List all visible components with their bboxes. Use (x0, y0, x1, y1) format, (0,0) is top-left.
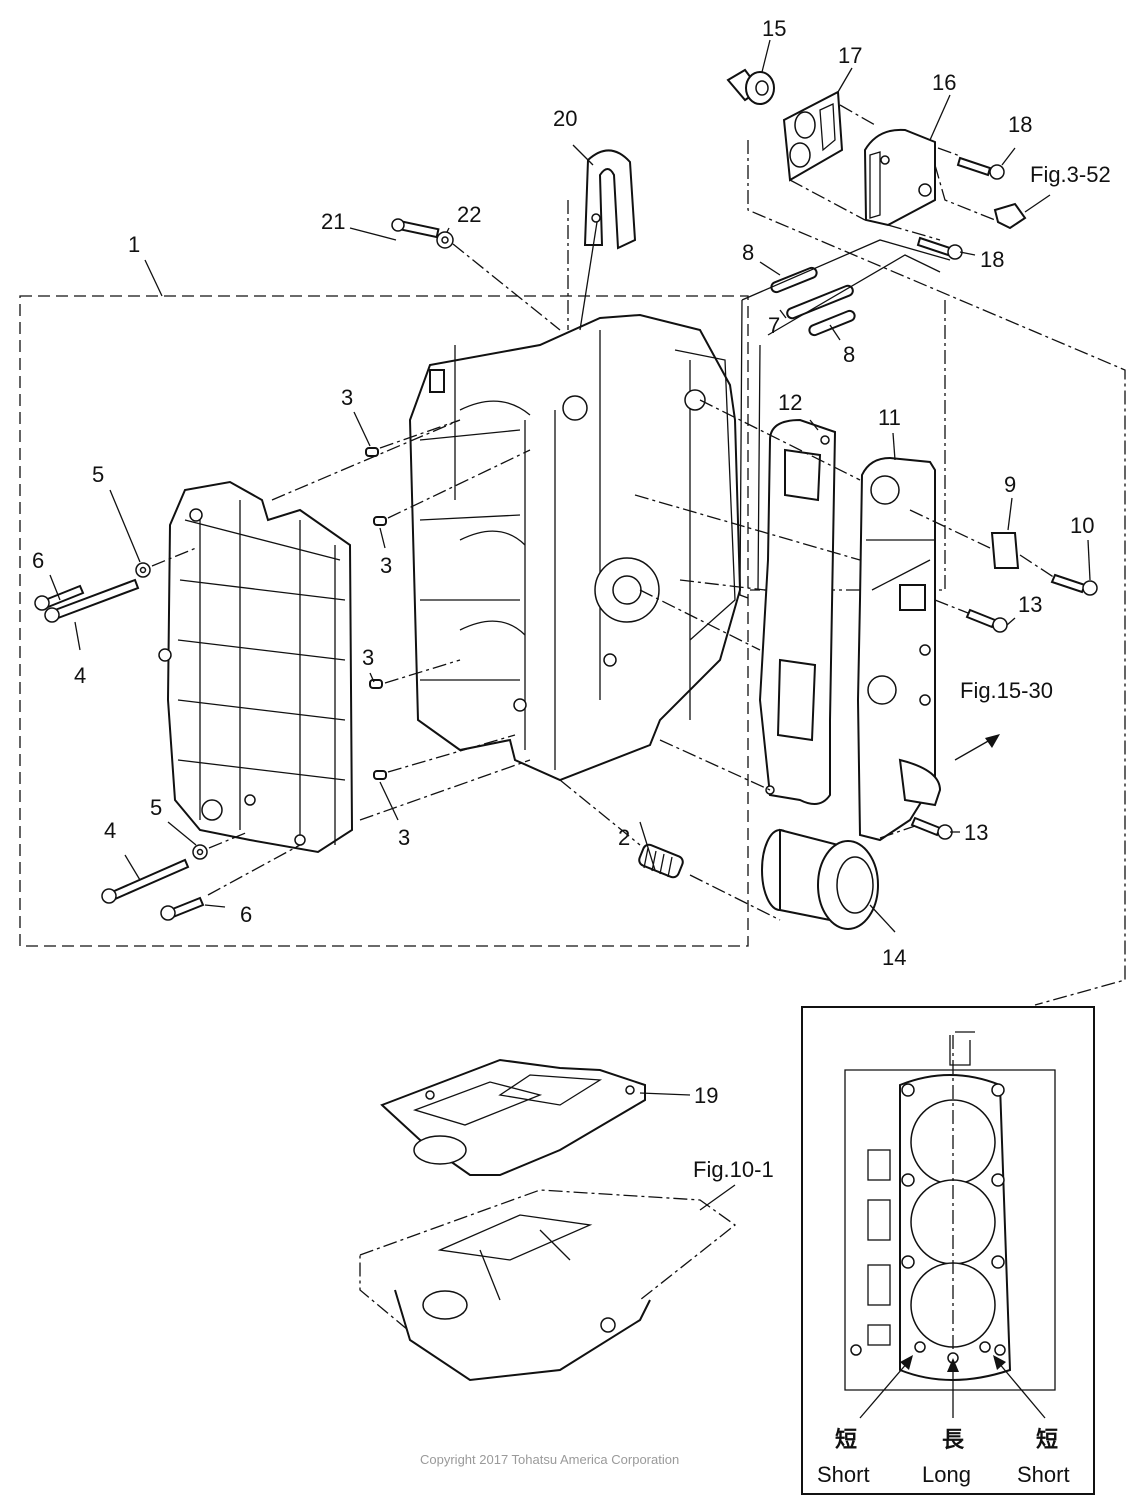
callout-18-top: 18 (1008, 112, 1032, 137)
leader-washer-5-top (151, 547, 197, 567)
callout-12: 12 (778, 390, 802, 415)
callout-10: 10 (1070, 513, 1094, 538)
callout-6-bottom: 6 (240, 902, 252, 927)
inset-label-center-english: Long (922, 1462, 971, 1487)
inset-label-left-english: Short (817, 1462, 870, 1487)
inset-label-right-kanji: 短 (1036, 1428, 1058, 1453)
gasket-12[interactable] (758, 418, 837, 805)
callout-4-top: 4 (74, 663, 86, 688)
inset-label-right-english: Short (1017, 1462, 1070, 1487)
pin-7[interactable] (786, 284, 855, 320)
leader-17-16 (789, 104, 876, 221)
callout-7: 7 (768, 313, 780, 338)
washer-22[interactable] (436, 231, 454, 249)
thermostat-15[interactable] (726, 68, 775, 105)
callout-11: 11 (878, 405, 901, 430)
bolt-4-top[interactable] (44, 578, 140, 623)
callout-3d: 3 (398, 825, 410, 850)
fig-15-30-arrow-head (985, 734, 1000, 748)
inset-callout-line (747, 140, 1126, 1006)
assembly-lines-left (271, 419, 531, 821)
copyright-notice: Copyright 2017 Tohatsu America Corporati… (420, 1452, 680, 1467)
block-9[interactable] (990, 532, 1020, 569)
inset-arrows (859, 1355, 1046, 1419)
figure-ref-15-30[interactable]: Fig.15-30 (960, 678, 1053, 703)
leader-9-10 (909, 509, 1056, 579)
washer-5-top[interactable] (135, 562, 151, 578)
cover-16[interactable] (863, 128, 936, 227)
assembly-boundary-box (19, 295, 749, 947)
cylinder-block[interactable] (408, 313, 742, 782)
cover-11[interactable] (856, 456, 942, 842)
callout-9: 9 (1004, 472, 1016, 497)
callout-17: 17 (838, 43, 862, 68)
gasket-17[interactable] (782, 90, 844, 182)
callout-5-top: 5 (92, 462, 104, 487)
bolt-10[interactable] (1050, 573, 1098, 596)
inset-label-center-kanji: 長 (942, 1428, 965, 1453)
bolt-18-bottom[interactable] (916, 236, 963, 260)
fig-15-30-arrow-line (954, 739, 991, 761)
inset-panel (801, 1006, 1095, 1495)
callout-15: 15 (762, 16, 786, 41)
callout-6-top: 6 (32, 548, 44, 573)
label-leaders (49, 39, 1091, 1211)
inset-label-left-kanji: 短 (835, 1428, 857, 1453)
callout-4-bottom: 4 (104, 818, 116, 843)
callout-20: 20 (553, 106, 577, 131)
callout-13-bottom: 13 (964, 820, 988, 845)
callout-8-bottom: 8 (843, 342, 855, 367)
callout-22: 22 (457, 202, 481, 227)
callout-3a: 3 (341, 385, 353, 410)
leader-16-18 (887, 147, 996, 241)
washer-5-bottom[interactable] (192, 844, 208, 860)
bolt-13-bottom[interactable] (910, 816, 953, 840)
pin-8-top[interactable] (770, 266, 818, 294)
sensor-fig-3-52[interactable] (993, 202, 1027, 230)
callout-8-top: 8 (742, 240, 754, 265)
callout-21: 21 (321, 209, 345, 234)
bolt-13-top[interactable] (965, 608, 1008, 633)
callout-16: 16 (932, 70, 956, 95)
callout-3b: 3 (380, 553, 392, 578)
gasket-19[interactable] (380, 1058, 646, 1176)
bolt-6-bottom[interactable] (160, 896, 205, 921)
bolt-21[interactable] (391, 218, 440, 239)
block-boss (429, 369, 445, 393)
crankcase-half[interactable] (158, 480, 354, 854)
callout-5-bottom: 5 (150, 795, 162, 820)
dowel-pin-3c[interactable] (369, 679, 383, 689)
leader-lower-bolts (207, 831, 301, 896)
callout-19: 19 (694, 1083, 718, 1108)
callout-2: 2 (618, 825, 630, 850)
callout-14: 14 (882, 945, 906, 970)
bolt-4-bottom[interactable] (101, 858, 190, 904)
leader-13-top (934, 599, 969, 614)
figure-ref-3-52[interactable]: Fig.3-52 (1030, 162, 1111, 187)
pin-outline-lines (739, 239, 951, 599)
callout-13-top: 13 (1018, 592, 1042, 617)
callout-1: 1 (128, 232, 140, 257)
dowel-pin-3d[interactable] (373, 770, 387, 780)
leader-oil-filter (559, 779, 781, 921)
pin-8-bottom[interactable] (808, 309, 856, 337)
bolt-6-top[interactable] (34, 584, 85, 611)
oil-filter-14[interactable] (761, 828, 879, 930)
bolt-18-top[interactable] (956, 156, 1005, 180)
leader-21-22 (452, 243, 561, 331)
callout-3c: 3 (362, 645, 374, 670)
oil-filter-stud-2[interactable] (637, 843, 684, 879)
figure-ref-10-1[interactable]: Fig.10-1 (693, 1157, 774, 1182)
sensor-block (899, 584, 926, 611)
hanger-bracket[interactable] (567, 149, 637, 331)
oil-pan[interactable] (359, 1189, 737, 1382)
dowel-pin-3a[interactable] (365, 447, 379, 457)
dowel-pin-3b[interactable] (373, 516, 387, 526)
callout-18-bottom: 18 (980, 247, 1004, 272)
